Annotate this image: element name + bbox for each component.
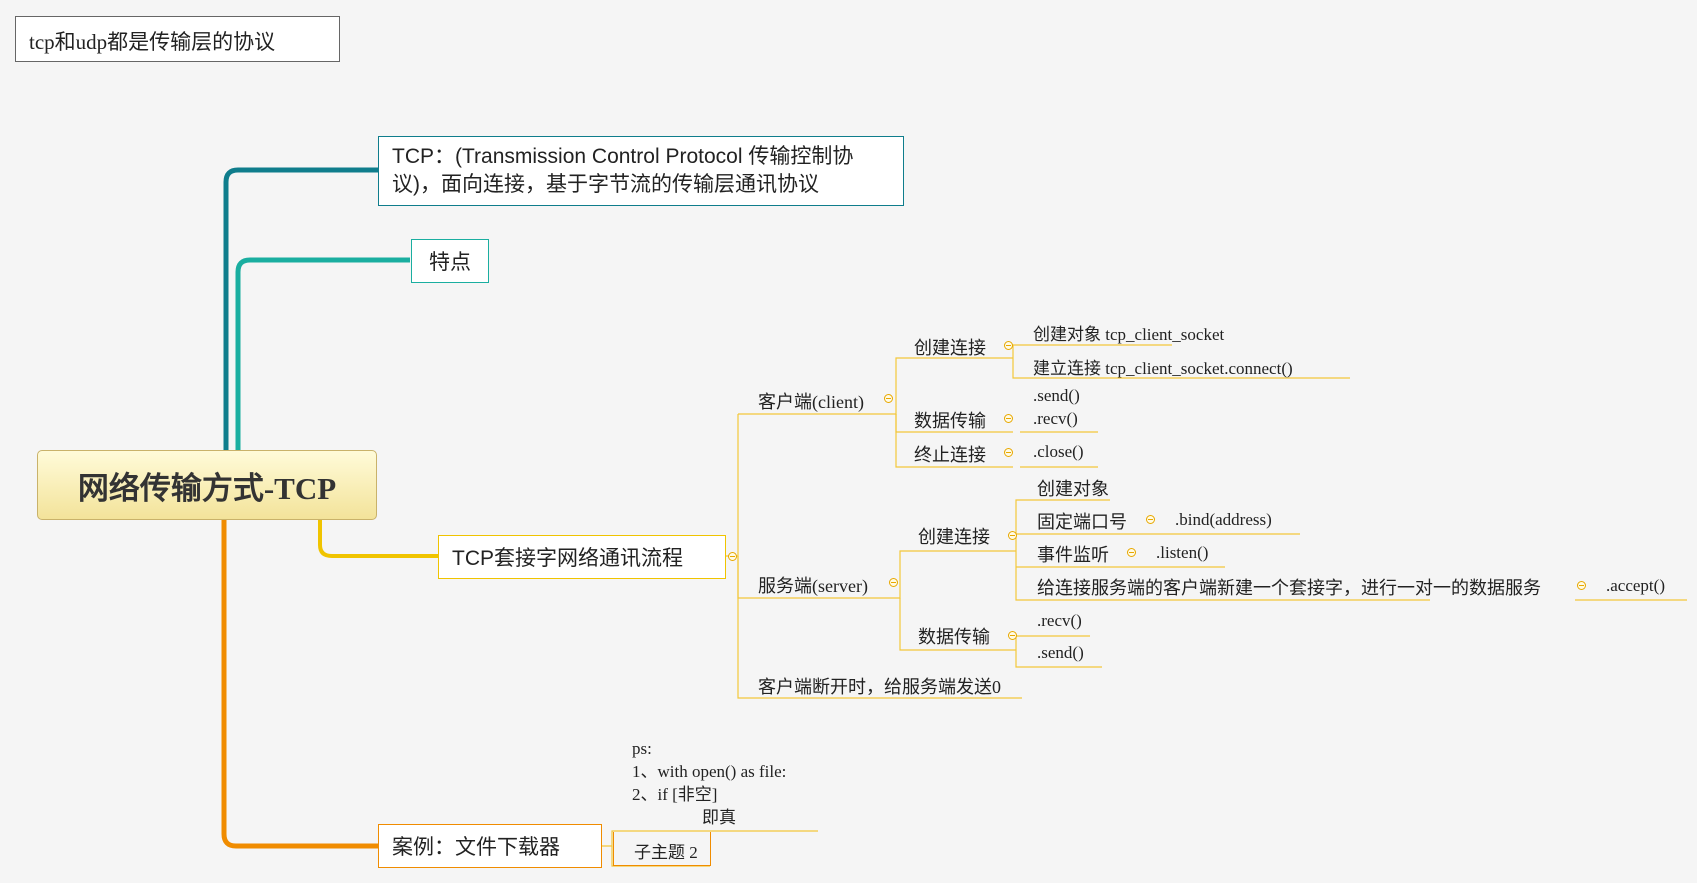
server-send[interactable]: .send() [1037,643,1084,663]
collapse-toggle-listen[interactable] [1127,548,1136,557]
case-label: 案例：文件下载器 [392,836,560,859]
case-note-line-4: 即真 [702,808,736,827]
subtopic-2[interactable]: 子主题 2 [613,832,711,866]
client-recv-label: .recv() [1033,409,1078,428]
collapse-toggle-bind[interactable] [1146,515,1155,524]
subtopic-2-label: 子主题 2 [634,843,698,862]
root-topic[interactable]: 网络传输方式-TCP [37,450,377,520]
case-note-line-2: 1、with open() as file: [632,762,787,781]
case-note: ps: 1、with open() as file: 2、if [非空] 即真 [632,737,786,829]
collapse-toggle-client-connect[interactable] [1004,341,1013,350]
client-transfer-node[interactable]: 数据传输 [914,407,986,433]
note-text: tcp和udp都是传输层的协议 [29,30,276,54]
server-bind[interactable]: .bind(address) [1175,510,1272,530]
case-note-line-3: 2、if [非空] [632,785,718,804]
client-terminate-label: 终止连接 [914,445,986,465]
server-transfer-label: 数据传输 [918,627,990,647]
server-recv[interactable]: .recv() [1037,611,1082,631]
server-recv-label: .recv() [1037,611,1082,630]
branch-line-features [235,257,410,450]
branch-line-tcp-def [223,167,378,450]
case-note-line-1: ps: [632,739,652,758]
client-send[interactable]: .send() [1033,386,1080,406]
client-connect-label: 创建连接 [914,338,986,358]
server-listen-event[interactable]: 事件监听 [1037,541,1109,567]
server-node[interactable]: 服务端(server) [758,572,868,598]
server-send-label: .send() [1037,643,1084,662]
collapse-toggle-client[interactable] [884,394,893,403]
branch-line-flow [318,518,438,558]
client-terminate-node[interactable]: 终止连接 [914,441,986,467]
tcp-definition-line-2: 议)，面向连接，基于字节流的传输层通讯协议 [392,173,819,196]
disconnect-label: 客户端断开时，给服务端发送0 [758,677,1001,697]
client-transfer-label: 数据传输 [914,411,986,431]
client-close-label: .close() [1033,442,1084,461]
server-bind-port[interactable]: 固定端口号 [1037,508,1127,534]
server-bind-port-label: 固定端口号 [1037,512,1127,532]
topic-features[interactable]: 特点 [411,239,489,283]
root-topic-label: 网络传输方式-TCP [77,470,337,506]
client-connect-node[interactable]: 创建连接 [914,334,986,360]
note-box: tcp和udp都是传输层的协议 [15,16,340,62]
server-create-object-label: 创建对象 [1037,479,1109,499]
topic-case[interactable]: 案例：文件下载器 [378,824,602,868]
server-accept-desc-label: 给连接服务端的客户端新建一个套接字，进行一对一的数据服务 [1037,578,1541,598]
client-label: 客户端(client) [758,392,864,412]
branch-line-case [221,518,378,849]
server-connect-label: 创建连接 [918,527,990,547]
client-node[interactable]: 客户端(client) [758,388,864,414]
collapse-toggle-server[interactable] [889,578,898,587]
server-listen[interactable]: .listen() [1156,543,1208,563]
server-listen-label: .listen() [1156,543,1209,562]
server-create-object[interactable]: 创建对象 [1037,475,1109,501]
topic-tcp-flow[interactable]: TCP套接字网络通讯流程 [438,535,726,579]
client-create-object-label: 创建对象 tcp_client_socket [1033,325,1225,344]
collapse-toggle-client-terminate[interactable] [1004,448,1013,457]
client-send-label: .send() [1033,386,1080,405]
client-close[interactable]: .close() [1033,442,1084,462]
server-accept-desc[interactable]: 给连接服务端的客户端新建一个套接字，进行一对一的数据服务 [1037,574,1541,600]
collapse-toggle-accept[interactable] [1577,581,1586,590]
server-transfer-node[interactable]: 数据传输 [918,623,990,649]
server-accept[interactable]: .accept() [1606,576,1665,596]
collapse-toggle-server-connect[interactable] [1008,531,1017,540]
tcp-flow-label: TCP套接字网络通讯流程 [452,547,683,570]
tcp-definition-line-1: TCP：(Transmission Control Protocol 传输控制协 [392,145,854,168]
server-bind-label: .bind(address) [1175,510,1272,529]
features-label: 特点 [429,251,471,274]
disconnect-node[interactable]: 客户端断开时，给服务端发送0 [758,673,1001,699]
server-connect-node[interactable]: 创建连接 [918,523,990,549]
server-accept-label: .accept() [1606,576,1665,595]
collapse-toggle-flow[interactable] [728,552,737,561]
client-create-object[interactable]: 创建对象 tcp_client_socket [1033,320,1224,345]
client-establish-label: 建立连接 tcp_client_socket.connect() [1033,359,1293,378]
client-establish[interactable]: 建立连接 tcp_client_socket.connect() [1033,354,1293,379]
topic-tcp-definition[interactable]: TCP：(Transmission Control Protocol 传输控制协… [378,136,904,206]
server-listen-event-label: 事件监听 [1037,545,1109,565]
client-recv[interactable]: .recv() [1033,409,1078,429]
server-label: 服务端(server) [758,576,868,596]
collapse-toggle-client-transfer[interactable] [1004,414,1013,423]
collapse-toggle-server-transfer[interactable] [1008,631,1017,640]
